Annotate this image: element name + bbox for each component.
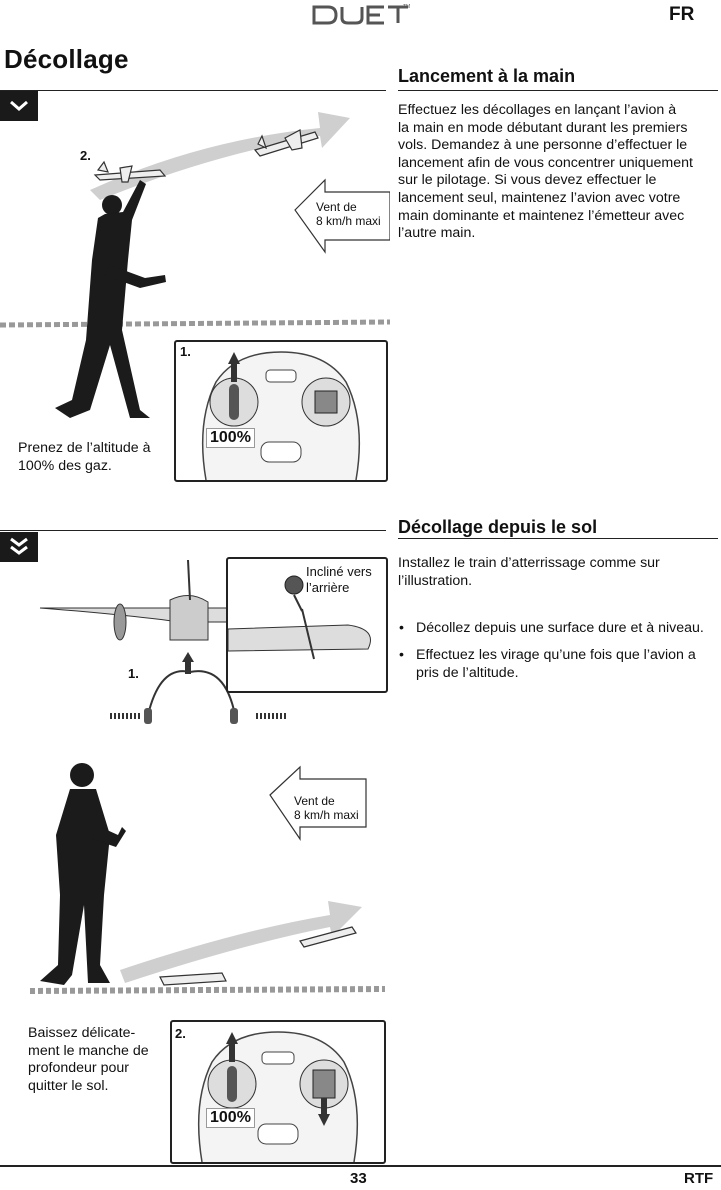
text-line: sur le pilotage. Si vous devez effectuer… (398, 172, 657, 189)
tilt-line: Incliné vers (306, 564, 372, 579)
gear-step1-label: 1. (128, 666, 139, 681)
edition-label: RTF (684, 1170, 714, 1187)
section2-heading: Décollage depuis le sol (398, 517, 598, 537)
page-number: 33 (350, 1170, 367, 1187)
section2-rule-left (0, 530, 386, 531)
caption-line: Prenez de l’altitude à (18, 440, 151, 456)
svg-text:TM: TM (403, 4, 410, 10)
footer-rule (0, 1165, 721, 1167)
wind-label: Vent de 8 km/h maxi (316, 200, 381, 228)
tail-gear-icon (227, 575, 371, 660)
caption-line: Baissez délicate- (28, 1025, 136, 1041)
hand-launch-illustration (0, 112, 390, 418)
section1-caption: Prenez de l’altitude à 100% des gaz. (18, 440, 151, 475)
landing-gear-illustration (39, 560, 286, 724)
tail-detail-box (226, 557, 388, 693)
tilt-line: l’arrière (306, 580, 350, 595)
section2-caption: Baissez délicate- ment le manche de prof… (28, 1025, 149, 1095)
section1-rule-right (398, 90, 718, 91)
text-line: Installez le train d’atterrissage comme … (398, 555, 660, 571)
wind-line: Vent de (294, 794, 335, 808)
text-line: lancement seul, maintenez l’avion avec v… (398, 189, 681, 206)
bullet-item: Décollez depuis une surface dure et à ni… (398, 620, 721, 638)
tilt-label: Incliné vers l’arrière (306, 564, 372, 596)
section2-marker (0, 532, 38, 562)
page-title: Décollage (4, 44, 129, 74)
section2-intro: Installez le train d’atterrissage comme … (398, 555, 660, 590)
transmitter-icon (201, 351, 361, 481)
ground-takeoff-illustration (29, 763, 386, 994)
text-line: main dominante et maintenez l’émetteur a… (398, 207, 685, 224)
caption-line: profondeur pour (28, 1060, 129, 1077)
section1-marker (0, 91, 38, 121)
language-code: FR (669, 4, 695, 25)
section1-heading: Lancement à la main (398, 66, 576, 86)
step2-label-2: 2. (175, 1026, 186, 1041)
bullet-item: Effectuez les virage qu’une fois que l’a… (398, 647, 721, 682)
step2-label: 2. (80, 148, 91, 163)
caption-line: quitter le sol. (28, 1077, 109, 1094)
duet-logo: TM (310, 4, 410, 26)
text-line: Effectuez les décollages en lançant l’av… (398, 102, 677, 118)
text-line: Décollez depuis une surface dure et à ni… (416, 620, 704, 636)
text-line: vols. Demandez à une personne d’effectue… (398, 137, 688, 154)
text-line: pris de l’altitude. (416, 664, 519, 681)
step1-label: 1. (180, 344, 191, 359)
throttle-percent-2: 100% (206, 1108, 255, 1128)
wind-line: Vent de (316, 200, 357, 214)
wind-line: 8 km/h maxi (316, 214, 381, 228)
section1-rule-left (0, 90, 386, 91)
text-line: l’illustration. (398, 572, 473, 589)
text-line: Effectuez les virage qu’une fois que l’a… (416, 647, 696, 663)
section2-rule-right (398, 538, 718, 539)
wind-line: 8 km/h maxi (294, 808, 359, 822)
caption-line: ment le manche de (28, 1042, 149, 1059)
wind-label-2: Vent de 8 km/h maxi (294, 794, 359, 822)
transmitter-box-1 (174, 340, 388, 482)
transmitter-box-2 (170, 1020, 386, 1164)
caption-line: 100% des gaz. (18, 457, 112, 474)
section1-text: Effectuez les décollages en lançant l’av… (398, 102, 693, 243)
transmitter-icon (197, 1031, 359, 1163)
text-line: l’autre main. (398, 225, 476, 242)
throttle-percent: 100% (206, 428, 255, 448)
text-line: lancement afin de vous concentrer unique… (398, 154, 693, 171)
text-line: la main en mode débutant durant les prem… (398, 119, 688, 136)
